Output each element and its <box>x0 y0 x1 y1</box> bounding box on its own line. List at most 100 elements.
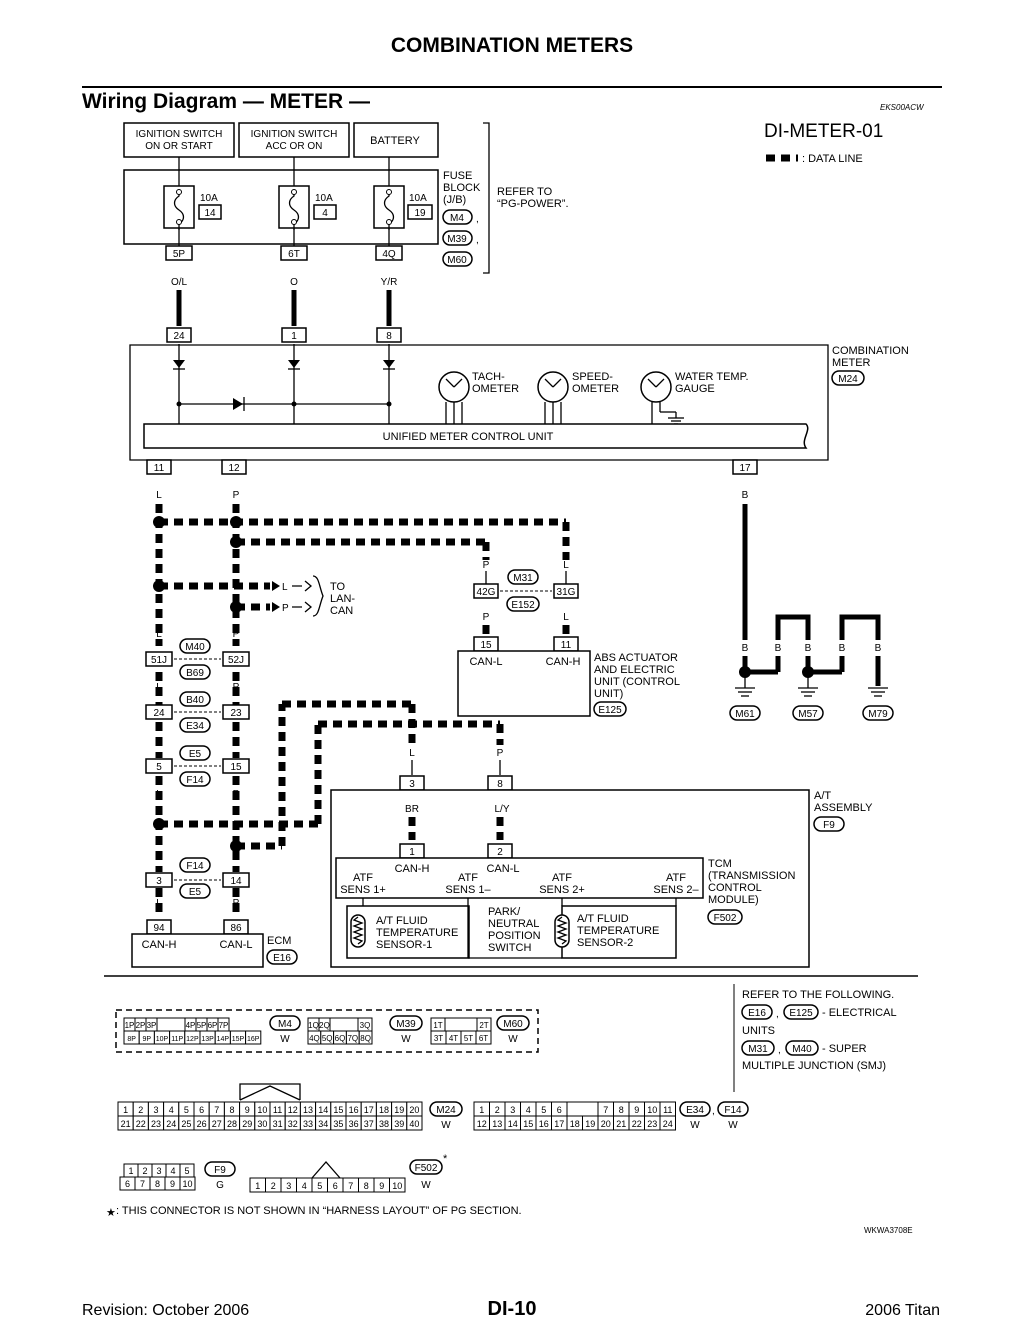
connector-pin-number: 10 <box>392 1181 402 1191</box>
wire-color: L <box>156 629 162 640</box>
gauge-label: GAUGE <box>675 383 715 395</box>
connector-pin-number: 9P <box>143 1036 152 1043</box>
thermistor-icon <box>554 914 570 948</box>
meter-name: METER <box>832 357 871 369</box>
joint-connectors <box>145 638 250 899</box>
wire-color: L <box>282 582 288 593</box>
footer-model: 2006 Titan <box>865 1302 940 1319</box>
connector-label: M31 <box>748 1044 768 1055</box>
connector-pin-number: 1 <box>123 1105 128 1115</box>
connector-pin-number: 22 <box>632 1119 642 1129</box>
connector-cavity <box>389 1177 406 1193</box>
connector-label: M79 <box>868 709 888 720</box>
sensor-label: TEMPERATURE <box>376 927 458 939</box>
connector-pin-number: 17 <box>364 1105 374 1115</box>
connector-pin-number: 25 <box>181 1119 191 1129</box>
tcm-name: (TRANSMISSION <box>708 870 795 882</box>
wire-color: B <box>775 643 782 654</box>
connector-label: E5 <box>189 887 202 898</box>
connector-pin-number: 5 <box>184 1166 189 1176</box>
meter-name: COMBINATION <box>832 345 909 357</box>
unified-meter-control-unit-label: UNIFIED METER CONTROL UNIT <box>383 431 554 443</box>
wire-color: P <box>233 898 240 909</box>
connector-pin: 8 <box>497 779 503 790</box>
refer-text: UNITS <box>742 1025 775 1037</box>
connector-pin-number: 1 <box>255 1181 260 1191</box>
connector-label: M57 <box>798 709 818 720</box>
ground-wiring <box>735 504 888 697</box>
connector-label: E34 <box>686 1105 704 1116</box>
connector-label: F9 <box>214 1165 226 1176</box>
figure-code: WKWA3708E <box>864 1226 913 1235</box>
wire-color: B <box>875 643 882 654</box>
connector-pin-number: 1 <box>128 1166 133 1176</box>
wire-color: L <box>156 898 162 909</box>
connector-pin: 52J <box>228 655 244 666</box>
connector-pin: 6T <box>288 249 300 260</box>
connector-pin: 23 <box>230 708 242 719</box>
connector-pin-number: 17 <box>554 1119 564 1129</box>
gauge-label: OMETER <box>472 383 519 395</box>
connector-pin-number: 16P <box>247 1036 260 1043</box>
connector-pin-number: 21 <box>616 1119 626 1129</box>
connector-label: M60 <box>503 1019 523 1030</box>
tcm-pin-label: SENS 1– <box>445 884 491 896</box>
refer-text: - ELECTRICAL <box>822 1007 897 1019</box>
separator: , <box>476 235 479 246</box>
gauge-label: SPEED- <box>572 371 613 383</box>
connector-pin-number: 34 <box>318 1119 328 1129</box>
connector-pin-number: 6Q <box>335 1034 346 1043</box>
wire-color: P <box>233 682 240 693</box>
connector-color: W <box>508 1034 518 1045</box>
connector-pin: 15 <box>480 640 492 651</box>
wire-color: P <box>233 629 240 640</box>
connector-pin-number: 2 <box>271 1181 276 1191</box>
connector-pin-number: 10 <box>182 1179 192 1189</box>
connector-pin: 4Q <box>382 249 396 260</box>
connector-cavity <box>358 1030 373 1045</box>
lan-label: CAN <box>330 605 353 617</box>
connector-label: F14 <box>186 861 204 872</box>
wire-color: Y/R <box>381 277 398 288</box>
connector-cavity <box>179 1176 196 1191</box>
separator: , <box>712 1106 715 1117</box>
connector-pin-number: 22 <box>136 1119 146 1129</box>
connector-cavity-blank <box>444 1017 478 1032</box>
fuse-number: 4 <box>322 208 328 219</box>
connector-pin: 51J <box>151 655 167 666</box>
tcm-pin-label: ATF <box>666 872 686 884</box>
switch-label: NEUTRAL <box>488 918 539 930</box>
connector-pin-number: 3 <box>286 1181 291 1191</box>
connector-pin-number: 5 <box>184 1105 189 1115</box>
connector-pin-number: 24 <box>166 1119 176 1129</box>
connector-pin-number: 8P <box>127 1036 136 1043</box>
refer-text: - SUPER <box>822 1043 867 1055</box>
abs-unit-box <box>457 650 591 717</box>
tcm-pin-label: CAN-L <box>486 863 519 875</box>
refer-title: REFER TO THE FOLLOWING. <box>742 989 894 1001</box>
connector-cavity <box>475 1030 492 1045</box>
connector-pin: 15 <box>230 762 242 773</box>
connector-pin-number: 21 <box>121 1119 131 1129</box>
connector-pin-number: 15 <box>523 1119 533 1129</box>
connector-pin-number: 3 <box>510 1105 515 1115</box>
connector-label: M39 <box>447 234 467 245</box>
connector-pin-number: 5T <box>464 1034 473 1043</box>
sensor-label: SENSOR-2 <box>577 937 633 949</box>
connector-pin-number: 5P <box>197 1021 207 1030</box>
combination-meter-box <box>129 344 829 461</box>
connector-label: E125 <box>598 705 622 716</box>
connector-cavity-blank <box>329 1017 359 1032</box>
connector-pin-number: 9 <box>245 1105 250 1115</box>
connector-cavity <box>659 1115 676 1131</box>
connector-pin-number: 6 <box>557 1105 562 1115</box>
thermistor-icon <box>350 914 366 948</box>
wire-color: L/Y <box>494 804 509 815</box>
fuse-number: 19 <box>414 208 426 219</box>
connector-pin-number: 7 <box>603 1105 608 1115</box>
connector-pin-number: 20 <box>601 1119 611 1129</box>
connector-pin-number: 10 <box>647 1105 657 1115</box>
connector-pin-number: 8 <box>364 1181 369 1191</box>
connector-color: W <box>728 1120 738 1131</box>
connector-pin-number: 6T <box>479 1034 488 1043</box>
